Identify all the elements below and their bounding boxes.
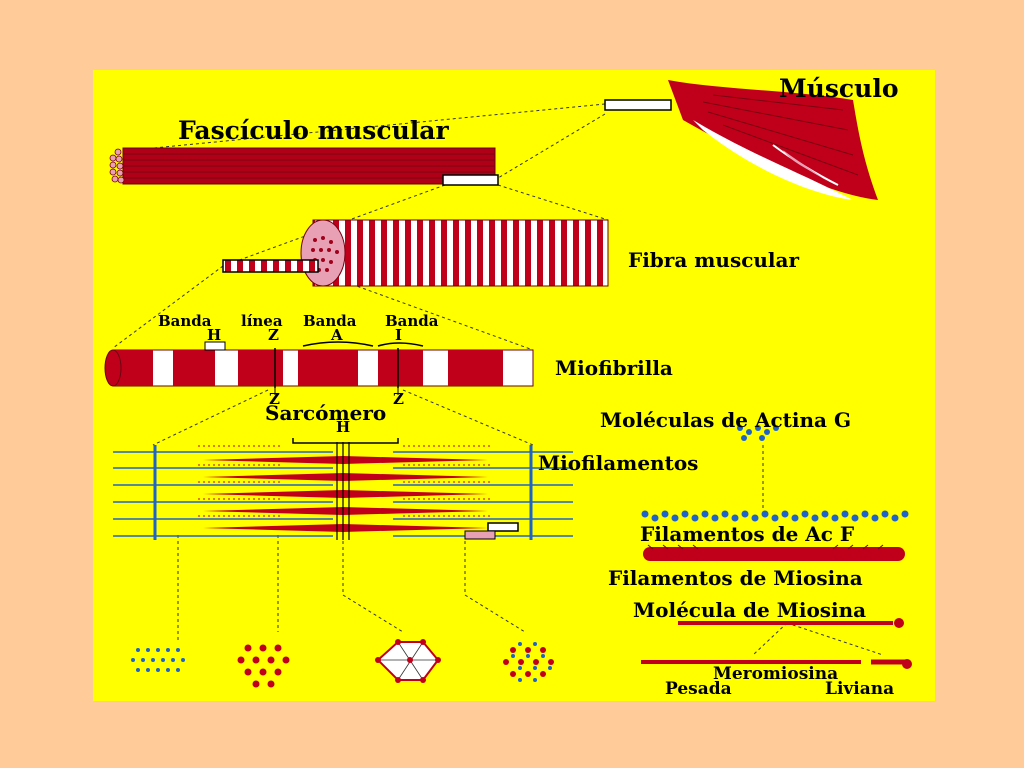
label-actina-g: Moléculas de Actina G [600, 408, 852, 432]
label-banda-h: Banda [158, 312, 212, 330]
myofibril-illustration [104, 341, 534, 395]
label-filamentos-ac: Filamentos de Ac F [640, 522, 855, 546]
label-banda-i: Banda [385, 312, 439, 330]
muscle-hierarchy-diagram [104, 80, 912, 688]
label-sarcomero-h: H [336, 418, 351, 436]
label-miofilamentos: Miofilamentos [538, 451, 699, 475]
letter-z: Z [268, 326, 279, 344]
label-linea-z: línea [241, 312, 283, 330]
label-miofibrilla: Miofibrilla [555, 356, 673, 380]
meromyosin [641, 659, 912, 669]
letter-a: A [331, 326, 343, 344]
muscle-illustration [604, 80, 878, 200]
cross-section-myosin [237, 644, 290, 688]
myofilament-illustration [113, 442, 573, 540]
label-fibra: Fibra muscular [628, 248, 800, 272]
letter-i: I [395, 326, 403, 344]
label-pesada: Pesada [665, 679, 732, 699]
label-banda-a: Banda [303, 312, 357, 330]
fascicle-illustration [109, 147, 499, 186]
label-meromiosina: Meromiosina [713, 664, 839, 684]
label-musculo: Músculo [779, 74, 899, 103]
label-fasciculo: Fascículo muscular [178, 116, 449, 145]
actin-g-molecules [737, 425, 779, 441]
connector-lines [112, 103, 884, 656]
muscle-sample-box [604, 99, 672, 111]
sarcomere-bracket [292, 438, 399, 444]
label-filamentos-miosina: Filamentos de Miosina [608, 566, 863, 590]
actin-f-filament [641, 510, 909, 522]
label-liviana: Liviana [825, 679, 895, 699]
myosin-molecule [678, 618, 904, 628]
label-sarcomero: Sarcómero [265, 401, 387, 425]
label-molecula-miosina: Molécula de Miosina [633, 598, 867, 622]
z-left: Z [269, 390, 280, 408]
letter-h: H [207, 326, 222, 344]
fiber-illustration [222, 219, 609, 287]
cross-section-combined [503, 642, 554, 682]
myosin-filament [643, 544, 905, 561]
diagram-slide: Músculo Fascículo muscular Fibra muscula… [93, 70, 935, 701]
cross-section-actin [131, 648, 185, 672]
z-right: Z [393, 390, 404, 408]
cross-section-mesh [375, 639, 441, 683]
